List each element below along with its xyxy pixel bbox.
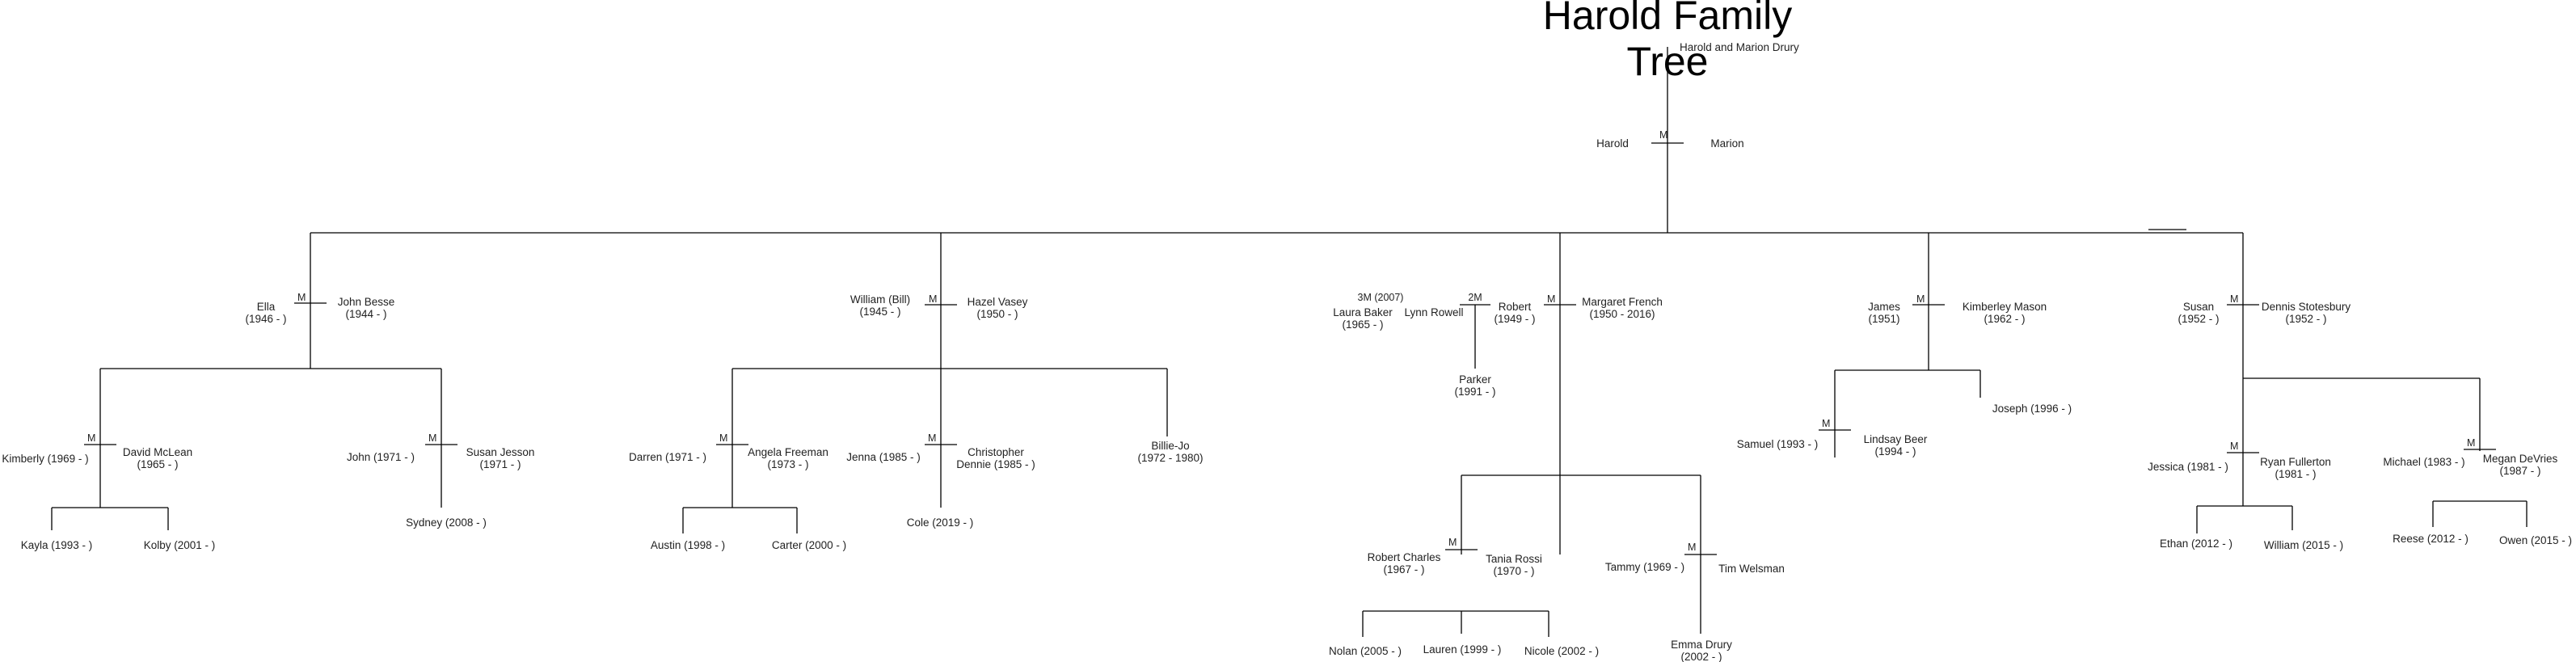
marriage-marker: M — [929, 293, 937, 305]
person-kimberley-mason: Kimberley Mason(1962 - ) — [1963, 301, 2047, 325]
marriage-note: 2M — [1468, 292, 1482, 303]
person-ethan: Ethan (2012 - ) — [2160, 538, 2232, 550]
person-nolan: Nolan (2005 - ) — [1329, 645, 1402, 657]
person-billie-jo: Billie-Jo(1972 - 1980) — [1137, 440, 1203, 464]
person-tim-welsman: Tim Welsman — [1718, 563, 1785, 575]
marriage-note: 3M (2007) — [1358, 292, 1404, 303]
marriage-marker: M — [1659, 129, 1667, 141]
person-parker: Parker(1991 - ) — [1454, 373, 1495, 398]
person-carter: Carter (2000 - ) — [772, 539, 846, 551]
person-jessica: Jessica (1981 - ) — [2148, 461, 2228, 473]
person-robert-charles: Robert Charles(1967 - ) — [1368, 551, 1441, 576]
marriage-marker: M — [1448, 537, 1457, 548]
marriage-markers: M M M M M M M M M M M M M M M 3M (2007) … — [87, 129, 2475, 553]
title-line: Tree — [1627, 39, 1709, 84]
marriage-marker: M — [2467, 437, 2475, 449]
marriage-marker: M — [1547, 293, 1555, 305]
person-sydney: Sydney (2008 - ) — [406, 517, 487, 529]
person-david-mclean: David McLean(1965 - ) — [123, 446, 192, 470]
tree-connectors — [51, 47, 2528, 637]
marriage-marker: M — [1822, 418, 1830, 429]
person-michael: Michael (1983 - ) — [2383, 456, 2464, 468]
person-megan-devries: Megan DeVries(1987 - ) — [2483, 453, 2558, 477]
person-lindsay-beer: Lindsay Beer(1994 - ) — [1864, 433, 1928, 457]
person-samuel: Samuel (1993 - ) — [1737, 438, 1819, 450]
person-jenna: Jenna (1985 - ) — [846, 451, 921, 463]
person-hazel-vasey: Hazel Vasey(1950 - ) — [968, 296, 1028, 320]
person-susan: Susan(1952 - ) — [2178, 301, 2219, 325]
person-william-bill: William (Bill)(1945 - ) — [850, 293, 910, 318]
person-owen: Owen (2015 - ) — [2499, 534, 2572, 546]
person-joseph: Joseph (1996 - ) — [1992, 403, 2072, 415]
person-tammy: Tammy (1969 - ) — [1605, 561, 1684, 573]
person-nicole: Nicole (2002 - ) — [1524, 645, 1599, 657]
marriage-marker: M — [297, 292, 306, 303]
person-laura-baker: Laura Baker(1965 - ) — [1333, 306, 1393, 331]
person-angela-freeman: Angela Freeman(1973 - ) — [748, 446, 828, 470]
person-william-2015: William (2015 - ) — [2264, 539, 2343, 551]
person-emma-drury: Emma Drury(2002 - ) — [1671, 639, 1732, 662]
marriage-marker: M — [719, 432, 727, 444]
marriage-marker: M — [1916, 293, 1925, 305]
person-kolby: Kolby (2001 - ) — [144, 539, 216, 551]
person-lauren: Lauren (1999 - ) — [1423, 643, 1502, 656]
person-cole: Cole (2019 - ) — [907, 517, 974, 529]
title-line: Harold Family — [1543, 0, 1792, 38]
person-darren: Darren (1971 - ) — [629, 451, 706, 463]
person-tania-rossi: Tania Rossi(1970 - ) — [1486, 553, 1542, 577]
root-couple-label: Harold and Marion Drury — [1680, 41, 1799, 53]
person-robert: Robert(1949 - ) — [1494, 301, 1535, 325]
marriage-marker: M — [87, 432, 95, 444]
person-dennis-stotesbury: Dennis Stotesbury(1952 - ) — [2262, 301, 2351, 325]
person-john-besse: John Besse(1944 - ) — [338, 296, 395, 320]
diagram-title: Harold Family Tree — [1543, 0, 1792, 84]
marriage-marker: M — [1688, 542, 1696, 553]
person-lynn-rowell: Lynn Rowell — [1404, 306, 1463, 318]
marriage-marker: M — [428, 432, 436, 444]
person-harold: Harold — [1596, 137, 1629, 150]
marriage-marker: M — [928, 432, 936, 444]
person-susan-jesson: Susan Jesson(1971 - ) — [466, 446, 535, 470]
person-john-1971: John (1971 - ) — [347, 451, 415, 463]
person-ella: Ella(1946 - ) — [245, 301, 286, 325]
person-kayla: Kayla (1993 - ) — [21, 539, 93, 551]
person-reese: Reese (2012 - ) — [2393, 533, 2468, 545]
person-marion: Marion — [1710, 137, 1743, 150]
person-margaret-french: Margaret French(1950 - 2016) — [1582, 296, 1663, 320]
marriage-marker: M — [2230, 441, 2238, 452]
person-james: James(1951) — [1868, 301, 1900, 325]
person-kimberly: Kimberly (1969 - ) — [2, 453, 88, 465]
person-austin: Austin (1998 - ) — [651, 539, 725, 551]
person-ryan-fullerton: Ryan Fullerton(1981 - ) — [2260, 456, 2331, 480]
marriage-marker: M — [2230, 293, 2238, 305]
